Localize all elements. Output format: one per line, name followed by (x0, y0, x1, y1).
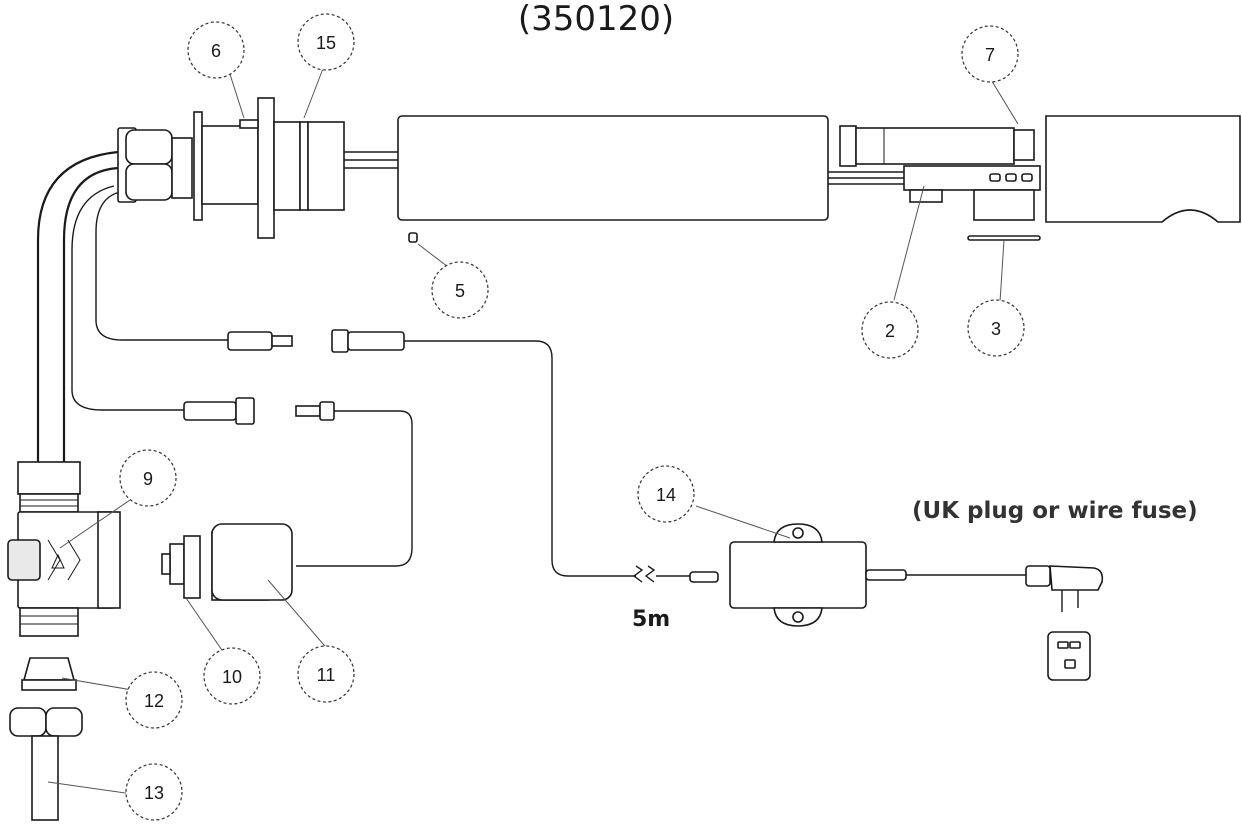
sensor-connector-pair (183, 397, 413, 567)
svg-text:5: 5 (455, 281, 465, 301)
small-o-ring-part (408, 232, 418, 243)
lamp-socket (903, 165, 1041, 221)
reducer-part (21, 657, 77, 691)
svg-text:9: 9 (143, 469, 153, 489)
svg-text:7: 7 (985, 45, 995, 65)
uk-plug (1025, 565, 1104, 612)
lamp-wires (828, 171, 906, 185)
svg-text:12: 12 (144, 691, 164, 711)
uv-lamp (839, 125, 1035, 167)
svg-text:11: 11 (317, 665, 336, 685)
svg-text:13: 13 (144, 783, 164, 803)
callout-12: 12 (125, 671, 183, 729)
plug-note-label: (UK plug or wire fuse) (912, 498, 1198, 524)
lamp-connector-pair (227, 329, 636, 577)
nut-and-tail-part (9, 707, 83, 821)
callout-14: 14 (637, 465, 695, 523)
svg-text:15: 15 (316, 33, 336, 53)
callout-6: 6 (187, 21, 245, 79)
svg-text:6: 6 (211, 41, 221, 61)
callout-9: 9 (119, 449, 177, 507)
svg-text:10: 10 (222, 667, 242, 687)
callout-10: 10 (203, 647, 261, 705)
housing-wires (344, 151, 398, 169)
callout-13: 13 (125, 763, 183, 821)
svg-text:2: 2 (885, 321, 895, 341)
cable-gland (117, 97, 345, 239)
gland-wires (71, 185, 228, 411)
diagram-header-code: (350120) (518, 0, 674, 39)
svg-text:3: 3 (991, 319, 1001, 339)
sensor-tip-part (161, 535, 201, 599)
housing-end-cap (1045, 115, 1241, 223)
power-supply (632, 523, 1034, 627)
leader-lines (47, 65, 1019, 795)
main-housing (397, 115, 829, 221)
elbow-pipe (36, 150, 119, 462)
callout-2: 2 (861, 301, 919, 359)
gasket-part (967, 235, 1041, 241)
svg-text:14: 14 (656, 485, 676, 505)
flow-fitting (7, 461, 121, 637)
callout-15: 15 (297, 13, 355, 71)
callout-3: 3 (967, 299, 1025, 357)
callout-11: 11 (297, 645, 355, 703)
wall-socket (1047, 631, 1091, 681)
sensor-housing-part (211, 523, 293, 601)
callout-5: 5 (431, 261, 489, 319)
cable-length-label: 5m (632, 607, 670, 632)
callout-7: 7 (961, 25, 1019, 83)
